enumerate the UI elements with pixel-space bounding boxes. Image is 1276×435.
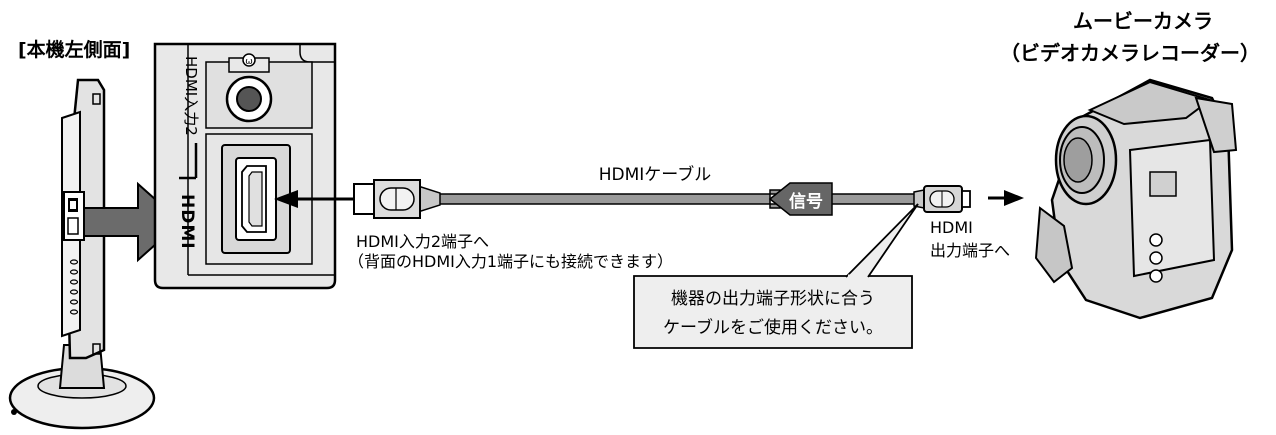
hdmi-input-2-vertical-label: HDMI入力2 HDMI [177, 56, 200, 250]
audio-jack-icon: ω [225, 53, 273, 123]
hdmi-plug-icon [353, 179, 421, 219]
svg-text:ω: ω [245, 57, 253, 67]
camera-title-line2: （ビデオカメラレコーダー） [1000, 41, 1260, 65]
callout-line1: 機器の出力端子形状に合う [671, 289, 875, 309]
mini-hdmi-plug-icon [923, 185, 971, 213]
tv-side-icon [8, 78, 156, 430]
callout-box: 機器の出力端子形状に合う ケーブルをご使用ください。 [633, 203, 919, 349]
hdmi-cable [417, 184, 925, 214]
camcorder-icon [1034, 78, 1238, 320]
camera-arrow-icon [988, 190, 1024, 206]
signal-arrow: 信号 [768, 182, 833, 216]
cable-label: HDMIケーブル [599, 164, 712, 185]
hdmi-logo: HDMI [177, 194, 197, 250]
callout-line2: ケーブルをご使用ください。 [663, 317, 883, 338]
signal-label: 信号 [789, 191, 823, 212]
hdmi-port-icon [221, 144, 291, 254]
to-input-label-line2: （背面のHDMI入力1端子にも接続できます） [348, 252, 673, 271]
to-output-label-line1: HDMI [930, 218, 973, 237]
tv-side-label: [本機左側面] [18, 38, 130, 61]
insert-arrow-icon [274, 190, 353, 208]
to-input-label-line1: HDMI入力2端子へ [356, 232, 489, 251]
svg-text:HDMI入力2: HDMI入力2 [182, 56, 200, 136]
camera-title-line1: ムービーカメラ [1073, 9, 1213, 33]
to-output-label-line2: 出力端子へ [930, 241, 1010, 260]
